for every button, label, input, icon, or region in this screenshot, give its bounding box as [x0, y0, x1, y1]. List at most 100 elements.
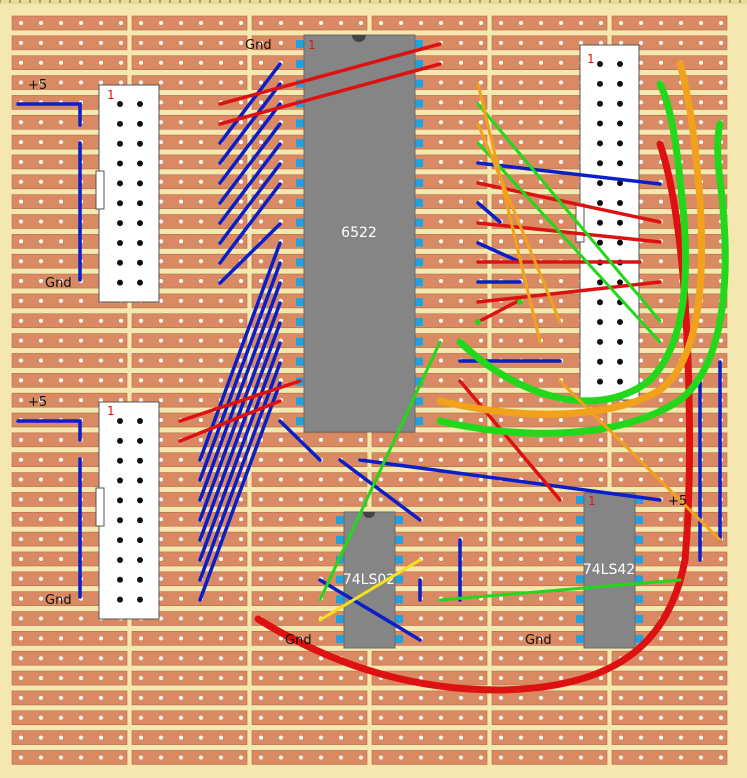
strip-hole — [439, 279, 443, 284]
copper-strip — [611, 432, 728, 448]
strip-hole — [479, 80, 483, 85]
strip-hole — [259, 556, 263, 561]
strip-hole — [239, 695, 243, 700]
strip-hole — [419, 437, 423, 442]
strip-hole — [259, 715, 263, 720]
strip-hole — [279, 695, 283, 700]
strip-hole — [159, 40, 163, 45]
strip-hole — [499, 60, 503, 65]
strip-hole — [59, 279, 63, 284]
strip-hole — [439, 616, 443, 621]
ic-pin — [415, 298, 423, 307]
header-pin — [117, 220, 123, 227]
copper-strip — [371, 15, 488, 31]
strip-hole — [19, 80, 23, 85]
wire-blue-h — [218, 222, 282, 285]
strip-hole — [499, 80, 503, 85]
strip-hole — [299, 695, 303, 700]
strip-hole — [499, 676, 503, 681]
strip-hole — [579, 656, 583, 661]
strip-hole — [59, 358, 63, 363]
header-pin — [617, 180, 623, 187]
copper-strip — [491, 15, 608, 31]
strip-hole — [439, 219, 443, 224]
strip-hole — [299, 457, 303, 462]
header-pin — [137, 576, 143, 583]
strip-hole — [559, 576, 563, 581]
strip-hole — [239, 179, 243, 184]
strip-hole — [159, 477, 163, 482]
strip-hole — [439, 80, 443, 85]
strip-hole — [519, 596, 523, 601]
strip-hole — [219, 358, 223, 363]
strip-hole — [579, 418, 583, 422]
strip-hole — [59, 318, 63, 323]
strip-hole — [559, 616, 563, 621]
strip-hole — [119, 676, 123, 681]
strip-hole — [99, 378, 103, 383]
strip-hole — [439, 140, 443, 145]
strip-hole — [39, 457, 43, 462]
strip-hole — [419, 755, 423, 760]
strip-hole — [459, 120, 463, 125]
strip-hole — [539, 318, 543, 323]
strip-hole — [259, 40, 263, 45]
header-pin — [137, 239, 143, 246]
strip-hole — [519, 318, 523, 323]
header-pin — [117, 596, 123, 603]
strip-hole — [259, 279, 263, 284]
strip-hole — [199, 695, 203, 700]
strip-hole — [179, 239, 183, 244]
ic-pin — [336, 635, 344, 644]
strip-hole — [599, 715, 603, 720]
header-pin — [597, 120, 603, 127]
strip-hole — [159, 715, 163, 720]
strip-hole — [479, 715, 483, 720]
header-pin — [597, 378, 603, 385]
ic-pin — [395, 535, 403, 544]
strip-hole — [679, 378, 683, 383]
strip-hole — [19, 219, 23, 224]
strip-hole — [239, 497, 243, 502]
strip-hole — [259, 159, 263, 164]
strip-hole — [319, 676, 323, 681]
strip-hole — [39, 358, 43, 363]
strip-hole — [99, 318, 103, 323]
strip-hole — [19, 437, 23, 442]
strip-hole — [139, 695, 143, 700]
strip-hole — [39, 199, 43, 204]
strip-hole — [379, 497, 383, 502]
strip-hole — [19, 497, 23, 502]
strip-hole — [719, 616, 723, 621]
header-pin — [137, 120, 143, 127]
strip-hole — [679, 596, 683, 601]
strip-hole — [499, 378, 503, 383]
strip-hole — [279, 576, 283, 581]
chip-74ls42-pin1-marker: 1 — [588, 494, 596, 508]
strip-hole — [459, 676, 463, 681]
chip-6522-pin1-marker: 1 — [308, 38, 316, 52]
strip-hole — [599, 477, 603, 482]
ic-pin — [415, 59, 423, 68]
strip-hole — [319, 556, 323, 561]
strip-hole — [659, 755, 663, 760]
strip-hole — [59, 60, 63, 65]
strip-hole — [679, 437, 683, 442]
strip-hole — [239, 120, 243, 125]
ic-pin — [296, 238, 304, 247]
strip-hole — [219, 576, 223, 581]
ic-pin — [336, 595, 344, 604]
strip-hole — [399, 497, 403, 502]
strip-hole — [79, 60, 83, 65]
strip-hole — [639, 159, 643, 164]
copper-strip — [491, 710, 608, 726]
strip-hole — [479, 556, 483, 561]
strip-hole — [219, 21, 223, 25]
header-pin — [597, 239, 603, 246]
strip-hole — [439, 517, 443, 522]
strip-hole — [579, 40, 583, 45]
header-pin — [597, 160, 603, 167]
ic-pin — [336, 615, 344, 624]
strip-hole — [519, 735, 523, 740]
strip-hole — [279, 40, 283, 45]
